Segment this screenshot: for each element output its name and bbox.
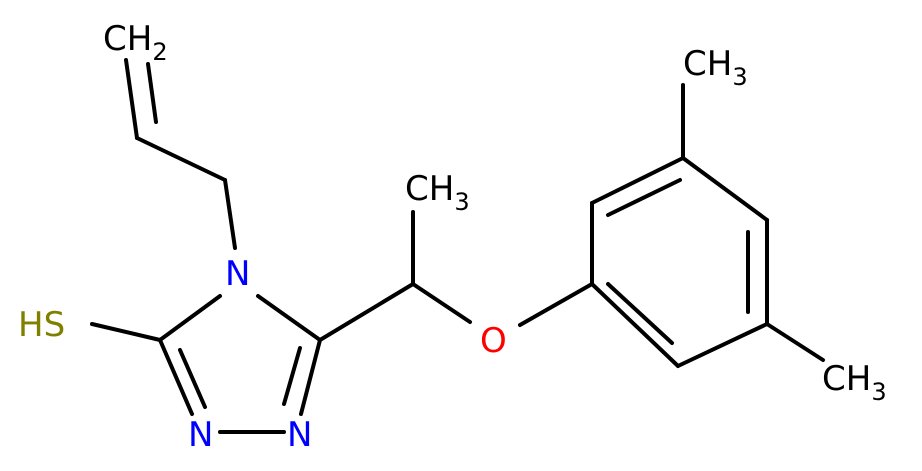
atom-ch3-top-sub: 3 xyxy=(454,188,469,216)
atom-ch3-top: CH3 xyxy=(405,169,470,216)
bond-ar-2-3 xyxy=(590,156,685,205)
bond-allyl-n xyxy=(223,178,237,250)
atom-ch3-ring-top-main: CH xyxy=(683,44,732,84)
bond-ar-2-3-inner xyxy=(606,178,682,217)
atom-ch3-ring-bottom-main: CH xyxy=(822,359,871,399)
atom-n4: N xyxy=(225,254,250,294)
bond-c3-n2-inner xyxy=(178,348,207,409)
bond-c5-n1 xyxy=(299,338,322,416)
atom-n2-main: N xyxy=(287,415,312,455)
atom-ch3-ring-bottom-sub: 3 xyxy=(871,378,886,406)
bond-n4-c5 xyxy=(256,294,322,342)
atom-n1: N xyxy=(188,415,213,455)
atom-ch3-ring-top: CH3 xyxy=(683,44,748,91)
bond-c3-n2 xyxy=(158,338,194,416)
atom-ch3-ring-top-sub: 3 xyxy=(732,63,747,91)
bond-ar-6-1 xyxy=(590,282,680,368)
atom-sh-main: HS xyxy=(18,305,65,345)
atom-n1-main: N xyxy=(188,415,213,455)
bond-ar-3-4 xyxy=(681,156,769,222)
bond-c5-ch xyxy=(318,282,415,342)
atom-o: O xyxy=(480,321,507,361)
atom-ch2: CH2 xyxy=(103,19,168,66)
bonds xyxy=(90,58,825,434)
atom-labels: CH2 N CH3 CH3 HS O CH3 N N xyxy=(18,19,887,455)
bond-allyl-single xyxy=(135,136,227,182)
bond-c5-n1-inner xyxy=(282,346,302,406)
bond-ar-5-6 xyxy=(676,322,769,368)
atom-ch3-top-main: CH xyxy=(405,169,454,209)
bond-ch-o xyxy=(411,282,472,324)
atom-sh: HS xyxy=(18,305,65,345)
atom-o-main: O xyxy=(480,321,507,361)
atom-ch2-main: CH xyxy=(103,19,152,59)
bond-allyl-double-b xyxy=(146,62,158,124)
bond-n4-c3 xyxy=(158,294,222,342)
bond-ar-6-1-inner xyxy=(606,282,674,345)
atom-n2: N xyxy=(287,415,312,455)
bond-allyl-double-a xyxy=(124,58,139,140)
bond-o-ar xyxy=(518,282,594,327)
bond-c3-s xyxy=(90,322,162,342)
atom-ch3-ring-bottom: CH3 xyxy=(822,359,887,406)
atom-n4-main: N xyxy=(225,254,250,294)
bond-ar-ch3-bottom xyxy=(765,322,825,362)
atom-ch2-sub: 2 xyxy=(152,38,167,66)
